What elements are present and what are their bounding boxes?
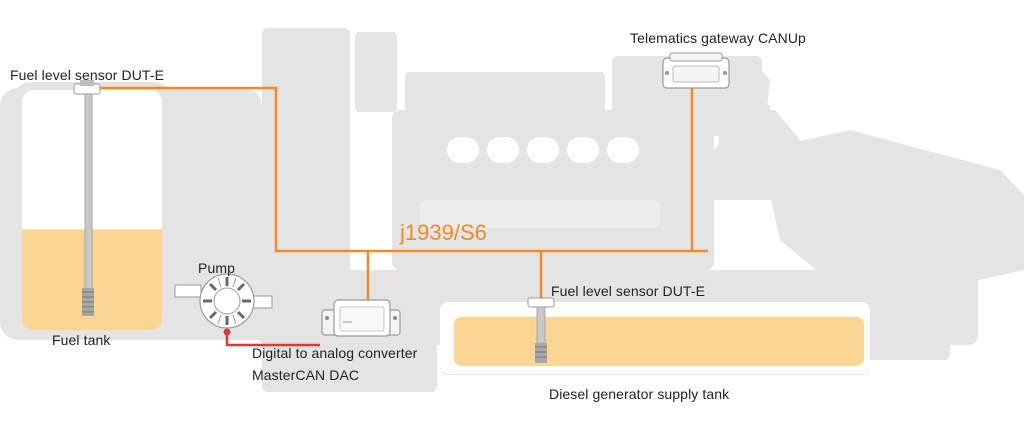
- fuel-sensor-bottom-label: Fuel level sensor DUT-E: [551, 283, 706, 299]
- bus-label: j1939/S6: [400, 220, 487, 245]
- telematics-gateway-label: Telematics gateway CANUp: [630, 30, 806, 46]
- fuel-sensor-top-label: Fuel level sensor DUT-E: [10, 67, 165, 83]
- supply-tank-fill: [454, 316, 864, 366]
- dac-converter-icon: [321, 299, 401, 337]
- pump-label: Pump: [198, 260, 235, 276]
- pump-icon: [174, 273, 273, 329]
- can-bus-lines: [100, 84, 708, 300]
- analog-line: [223, 328, 320, 347]
- converter-label-line1: Digital to analog converter: [252, 345, 418, 361]
- fuel-level-sensor-icon: [527, 297, 555, 363]
- fuel-level-sensor-icon: [73, 80, 101, 316]
- intake-bumps: [420, 137, 660, 228]
- supply-tank: [440, 302, 870, 374]
- telematics-gateway-icon: [662, 52, 730, 89]
- fuel-tank-label: Fuel tank: [52, 332, 111, 348]
- converter-label-line2: MasterCAN DAC: [252, 367, 360, 383]
- supply-tank-label: Diesel generator supply tank: [549, 386, 730, 402]
